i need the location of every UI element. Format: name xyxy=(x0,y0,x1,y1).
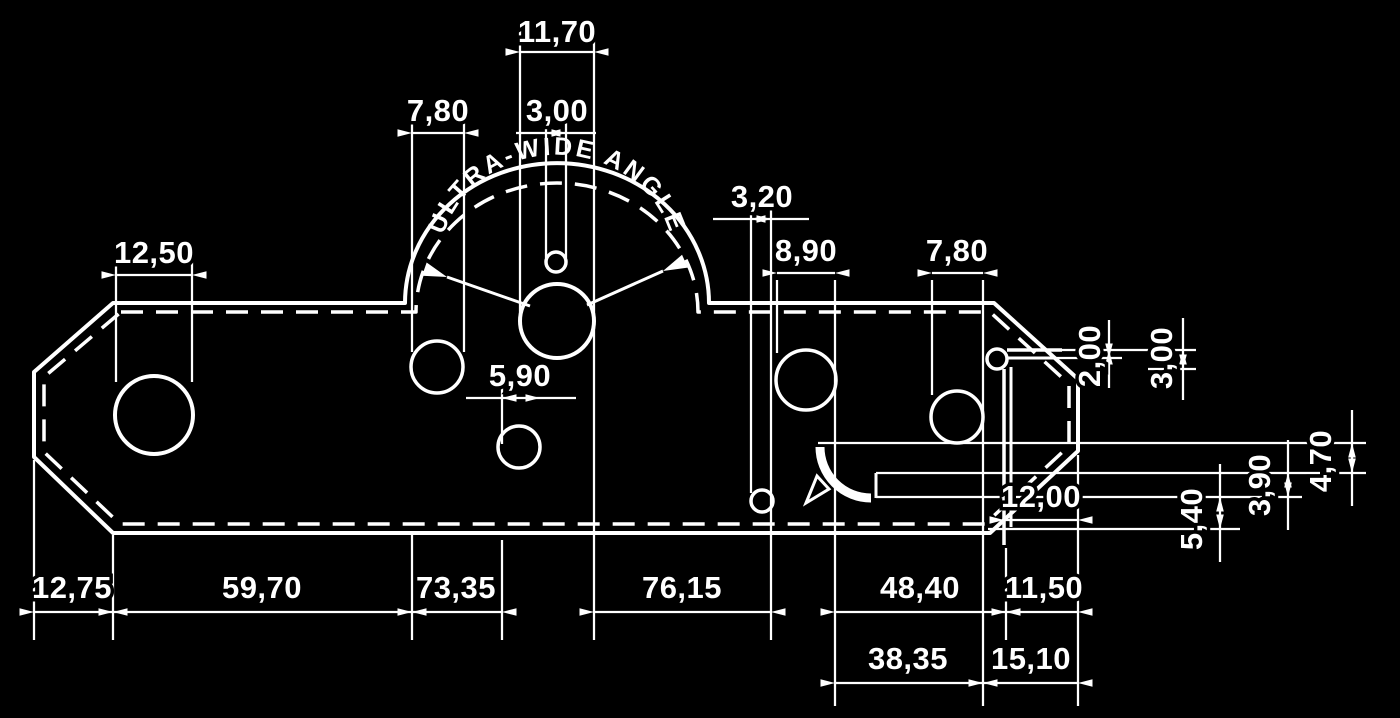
dim-label-3-90: 3,90 xyxy=(1242,454,1277,516)
dimension-labels: 11,70 3,00 7,80 12,50 3,20 8,90 7,80 5,9… xyxy=(28,11,1341,680)
hook-feature xyxy=(802,446,878,507)
leader-arrowhead xyxy=(802,473,832,507)
holes xyxy=(113,250,985,514)
dim-label-4-70: 4,70 xyxy=(1303,430,1338,492)
dim-label-15-10: 15,10 xyxy=(991,641,1071,676)
dim-label-11-50: 11,50 xyxy=(1005,570,1083,605)
dim-label-2-00: 2,00 xyxy=(1072,325,1107,387)
dim-label-5-40: 5,40 xyxy=(1174,488,1209,550)
dim-label-7-80-left: 7,80 xyxy=(407,93,469,128)
arc-title-textpath: ULTRA-WIDE ANGLE xyxy=(423,132,689,237)
hole-8-90 xyxy=(774,348,838,412)
dim-label-3-00-top: 3,00 xyxy=(526,93,588,128)
dim-label-8-90: 8,90 xyxy=(775,233,837,268)
dim-label-3-20: 3,20 xyxy=(731,179,793,214)
pin-hole xyxy=(985,347,1009,371)
dim-label-12-50: 12,50 xyxy=(114,235,194,270)
hole-7-80-right xyxy=(929,389,985,445)
dim-label-7-80-right: 7,80 xyxy=(926,233,988,268)
dim-label-5-90: 5,90 xyxy=(489,358,551,393)
arc-title-text: ULTRA-WIDE ANGLE xyxy=(423,132,692,237)
dim-label-48-40: 48,40 xyxy=(880,570,960,605)
dim-label-76-15: 76,15 xyxy=(642,570,722,605)
dimension-lines xyxy=(19,48,1093,687)
hole-7-80-left xyxy=(409,339,465,395)
dim-label-11-70: 11,70 xyxy=(518,14,596,49)
left-lens-hole xyxy=(113,374,195,456)
outer-outline xyxy=(32,161,1080,535)
slot-bottom-hole xyxy=(749,488,775,514)
inner-dashed-outline xyxy=(42,181,1071,526)
slot-top-hole xyxy=(544,250,568,274)
gauge-needles xyxy=(422,254,688,308)
right-notch xyxy=(985,347,1062,545)
dimension-lines-outside xyxy=(466,129,1356,562)
dim-label-73-35: 73,35 xyxy=(416,570,496,605)
dim-label-3-00-right: 3,00 xyxy=(1144,327,1179,389)
center-lens-hole xyxy=(518,282,596,360)
dim-label-59-70: 59,70 xyxy=(222,570,302,605)
dim-label-12-75: 12,75 xyxy=(32,570,112,605)
hole-5-90 xyxy=(496,424,542,470)
dim-label-38-35: 38,35 xyxy=(868,641,948,676)
dim-label-12-00: 12,00 xyxy=(1001,479,1081,514)
part-outline xyxy=(32,161,1080,535)
